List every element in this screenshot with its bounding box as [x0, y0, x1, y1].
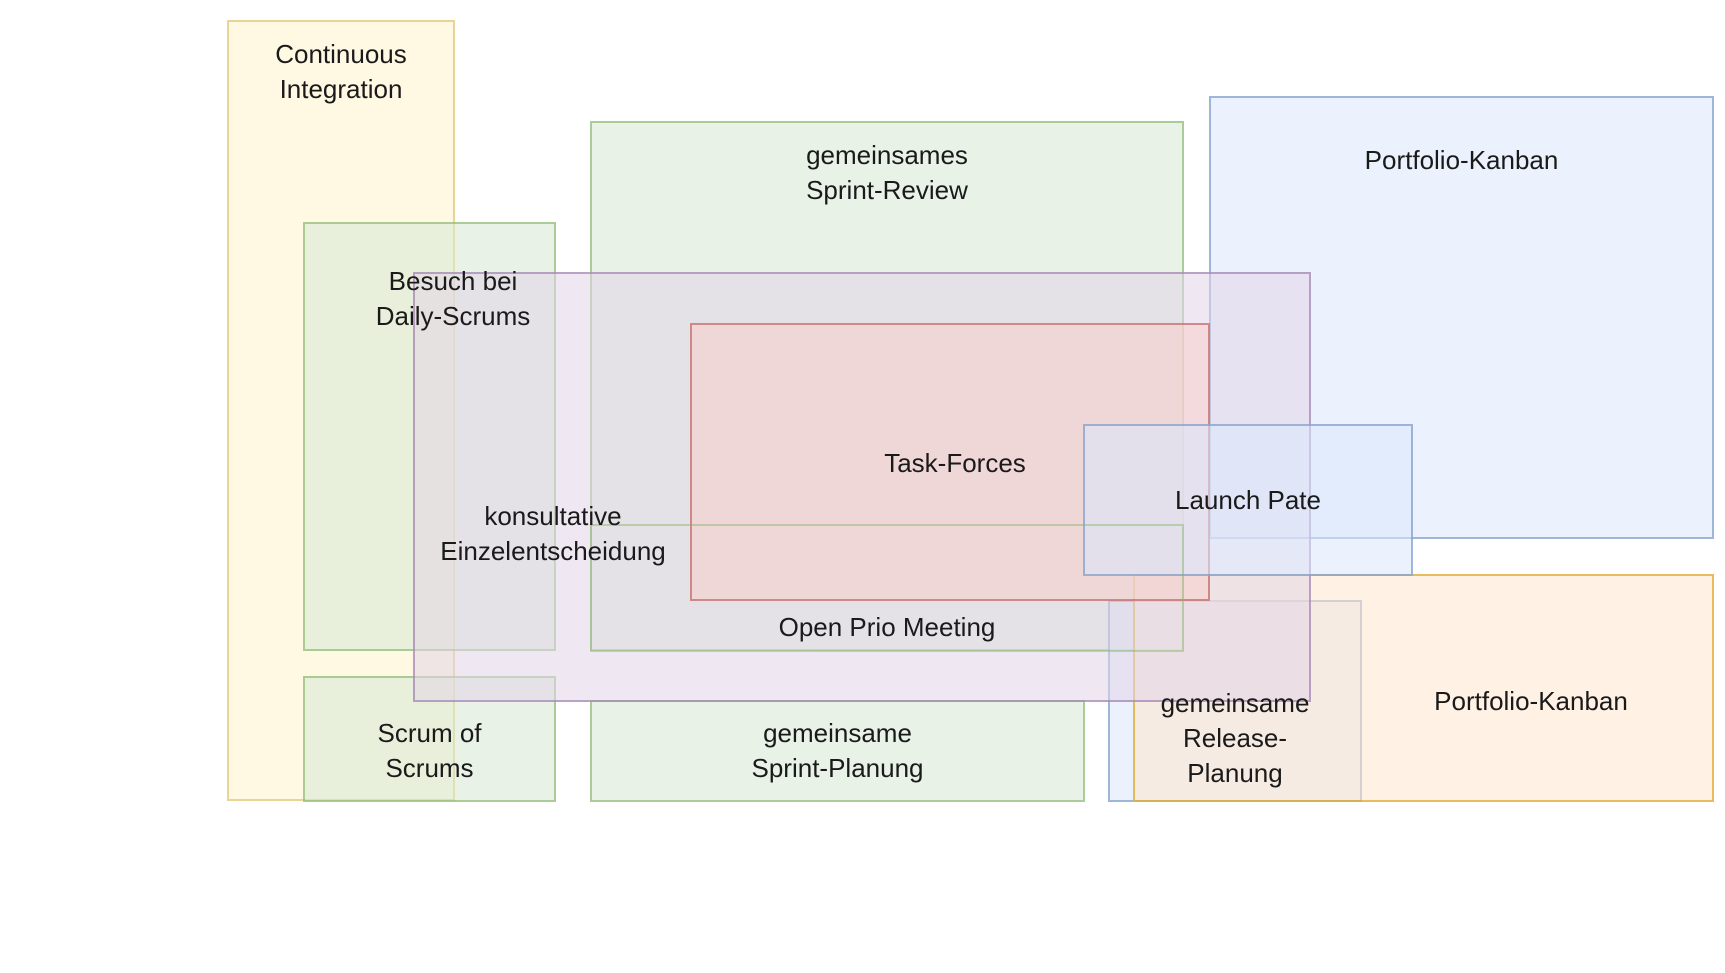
- continuous-integration-label: Continuous Integration: [275, 39, 407, 104]
- sprint-planung-label: gemeinsame Sprint-Planung: [751, 718, 924, 783]
- release-planung-label: gemeinsame Release- Planung: [1160, 688, 1310, 788]
- open-prio-meeting-label: Open Prio Meeting: [778, 612, 996, 642]
- konsultative-label: konsultative Einzelentscheidung: [440, 501, 666, 566]
- scrum-of-scrums-label: Scrum of Scrums: [377, 718, 482, 783]
- sprint-review-label: gemeinsames Sprint-Review: [806, 140, 968, 205]
- launch-pate-label: Launch Pate: [1174, 485, 1321, 515]
- portfolio-kanban-bottom-label: Portfolio-Kanban: [1434, 686, 1628, 716]
- open-prio-outline: [590, 524, 1184, 652]
- daily-scrums-label: Besuch bei Daily-Scrums: [375, 266, 531, 331]
- task-forces-label: Task-Forces: [884, 448, 1026, 478]
- portfolio-kanban-top-label: Portfolio-Kanban: [1364, 145, 1559, 175]
- launch-pate-box: [1083, 424, 1413, 576]
